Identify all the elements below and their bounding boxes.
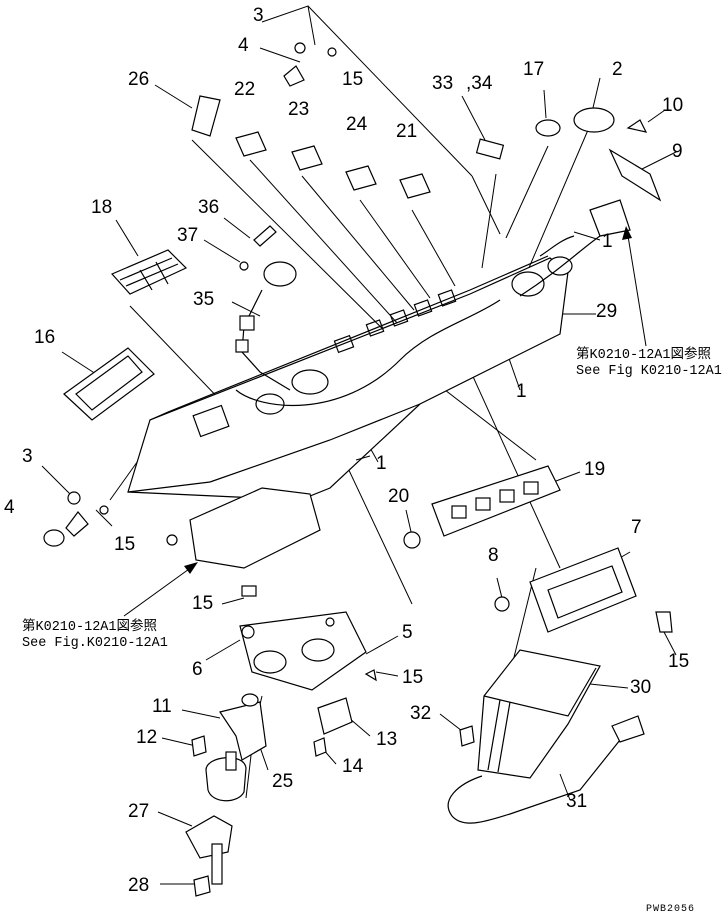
- callout-label: 13: [376, 729, 398, 750]
- callout-label: 15: [342, 69, 364, 90]
- callout-label: 18: [91, 197, 113, 218]
- callout-label: 5: [402, 622, 413, 643]
- lower-panel: [166, 487, 321, 597]
- callout-label: 35: [193, 289, 215, 310]
- callout-label: 1: [516, 381, 527, 402]
- callout-label: 11: [152, 696, 172, 717]
- callout-label: 15: [402, 667, 424, 688]
- reference-en: See Fig.K0210-12A1: [22, 636, 168, 651]
- callout-label: 28: [128, 875, 150, 896]
- callout-label: 36: [198, 197, 220, 218]
- callout-label: 8: [488, 545, 499, 566]
- callout-label: 1: [376, 453, 387, 474]
- bottom-left-parts: [185, 815, 233, 897]
- callout-label: 32: [410, 703, 432, 724]
- top-parts: [191, 42, 662, 257]
- lower-left-bracket: [43, 491, 109, 547]
- callout-label: 25: [272, 771, 294, 792]
- callout-label: 19: [584, 459, 606, 480]
- reference-arrows: [184, 226, 632, 574]
- lower-right-parts: [447, 649, 645, 824]
- figure-reference-upper: 第K0210-12A1図参照 See Fig K0210-12A1: [576, 348, 722, 380]
- callout-label: 10: [662, 95, 684, 116]
- callout-label: 9: [672, 141, 683, 162]
- upper-switches: [235, 131, 505, 199]
- callout-label: 24: [346, 114, 368, 135]
- callout-label: 37: [177, 225, 199, 246]
- reference-jp: 第K0210-12A1図参照: [22, 620, 158, 635]
- leader-lines: [41, 5, 677, 885]
- left-parts: [63, 225, 297, 421]
- reference-en: See Fig K0210-12A1: [576, 364, 722, 379]
- callout-label: 27: [128, 801, 150, 822]
- callout-label: 30: [630, 677, 652, 698]
- center-console: [127, 235, 601, 501]
- gauge-bracket: [191, 611, 377, 802]
- bezel-right: [403, 465, 673, 633]
- callout-label: 3: [22, 446, 33, 467]
- callout-label: 17: [523, 59, 545, 80]
- callout-label: 3: [253, 5, 264, 26]
- callout-label: ,34: [466, 73, 493, 94]
- callout-label: 31: [566, 791, 588, 812]
- callout-label: 29: [596, 301, 618, 322]
- callout-label: 4: [4, 497, 15, 518]
- callout-label: 6: [192, 659, 203, 680]
- callout-label: 14: [342, 756, 364, 777]
- callout-label: 22: [234, 79, 256, 100]
- callout-label: 15: [114, 534, 136, 555]
- callout-label: 26: [128, 69, 150, 90]
- callout-label: 7: [631, 517, 642, 538]
- reference-jp: 第K0210-12A1図参照: [576, 348, 712, 363]
- callout-label: 12: [136, 727, 158, 748]
- callout-label: 2: [612, 59, 623, 80]
- callout-label: 33: [432, 73, 454, 94]
- callout-label: 4: [238, 35, 249, 56]
- callout-label: 15: [668, 651, 690, 672]
- callout-label: 21: [396, 121, 418, 142]
- callout-label: 1: [602, 231, 613, 252]
- callout-label: 20: [388, 486, 410, 507]
- callout-label: 23: [288, 99, 310, 120]
- callout-label: 16: [34, 327, 56, 348]
- callout-label: 15: [192, 593, 214, 614]
- figure-reference-lower: 第K0210-12A1図参照 See Fig.K0210-12A1: [22, 620, 168, 652]
- drawing-code: PWB2056: [646, 904, 696, 915]
